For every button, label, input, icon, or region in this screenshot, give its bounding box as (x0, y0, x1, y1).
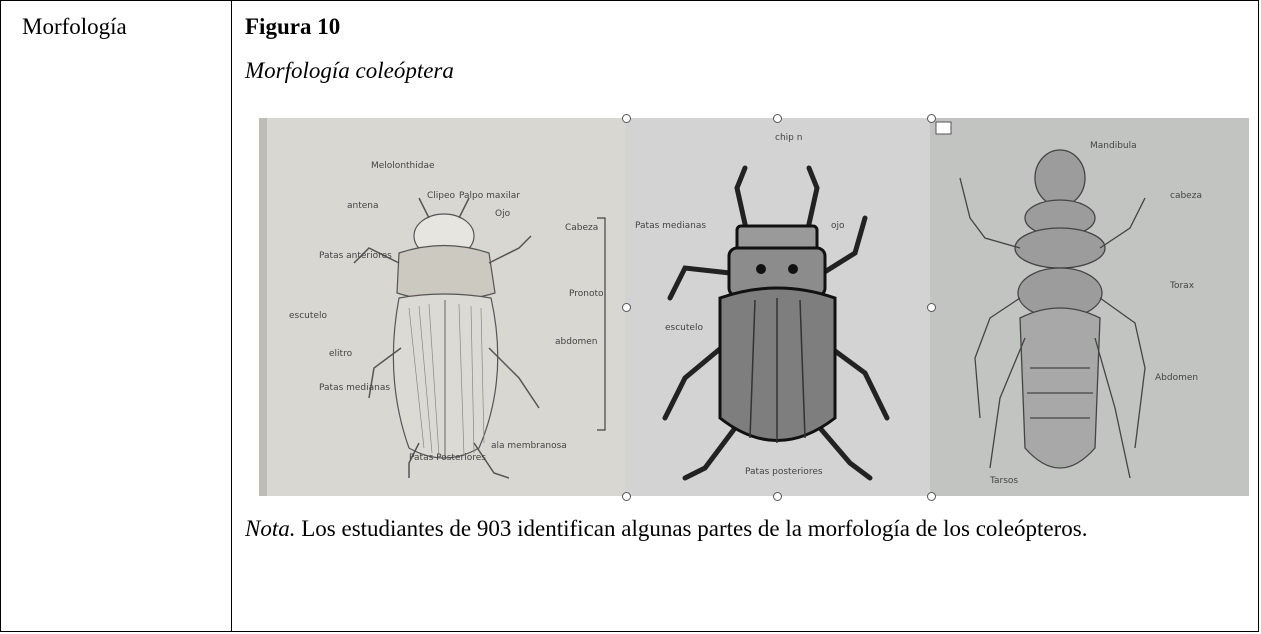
figure-caption: Figura 10 Morfología coleóptera (245, 14, 1245, 84)
sketch-label: ojo (831, 221, 845, 231)
sketch-label: Ojo (495, 209, 511, 219)
sketch-label: Patas medianas (319, 383, 390, 393)
resize-handle[interactable] (622, 492, 631, 501)
figure-note: Nota. Los estudiantes de 903 identifican… (245, 512, 1235, 545)
sketch-label: Palpo maxilar (459, 191, 520, 201)
resize-handle[interactable] (927, 114, 936, 123)
figure-photo-beetle-drawing: chip n Patas medianas ojo escutelo Patas… (625, 118, 930, 496)
sketch-label: escutelo (665, 323, 703, 333)
beetle-sketch-3: Mandibula cabeza Torax Abdomen Tarsos (930, 118, 1249, 496)
figure-title: Morfología coleóptera (245, 58, 454, 83)
figure-photo-beetle-ventral: Mandibula cabeza Torax Abdomen Tarsos (930, 118, 1249, 496)
sketch-label: escutelo (289, 311, 327, 321)
sketch-label: Tarsos (989, 476, 1018, 486)
figure-photo-melolonthidae: Melolonthidae antena Clipeo (259, 118, 625, 496)
sketch-label: Patas Posteriores (409, 453, 486, 463)
sketch-label: antena (347, 201, 379, 211)
sketch-label: ala membranosa (491, 441, 567, 451)
sketch-label: Patas medianas (635, 221, 706, 231)
row-label: Morfología (22, 14, 127, 39)
sketch-label: Pronoto (569, 289, 604, 299)
beetle-sketch-1: Melolonthidae antena Clipeo (259, 118, 625, 496)
sketch-label: Abdomen (1155, 373, 1198, 383)
sketch-label: Patas anteriores (319, 251, 392, 261)
table-column-divider (231, 0, 232, 632)
sketch-label: cabeza (1170, 191, 1202, 201)
sketch-label: Patas posteriores (745, 467, 823, 477)
resize-handle[interactable] (927, 303, 936, 312)
resize-handle[interactable] (773, 492, 782, 501)
sketch-label: Mandibula (1090, 141, 1137, 151)
resize-handle[interactable] (622, 303, 631, 312)
figure-image-strip[interactable]: Melolonthidae antena Clipeo (259, 114, 1249, 501)
sketch-label: Melolonthidae (371, 161, 435, 171)
sketch-label: Torax (1169, 281, 1195, 291)
sketch-label: Clipeo (427, 191, 456, 201)
sketch-label: Cabeza (565, 223, 598, 233)
note-text: Los estudiantes de 903 identifican algun… (295, 516, 1088, 541)
sketch-label: abdomen (555, 337, 597, 347)
layout-options-icon[interactable] (935, 121, 952, 135)
resize-handle[interactable] (773, 114, 782, 123)
sketch-label: elitro (329, 349, 353, 359)
resize-handle[interactable] (622, 114, 631, 123)
note-label: Nota. (245, 516, 296, 541)
sketch-label: chip n (775, 133, 802, 143)
beetle-sketch-2: chip n Patas medianas ojo escutelo Patas… (625, 118, 930, 496)
resize-handle[interactable] (927, 492, 936, 501)
figure-number: Figura 10 (245, 14, 341, 39)
